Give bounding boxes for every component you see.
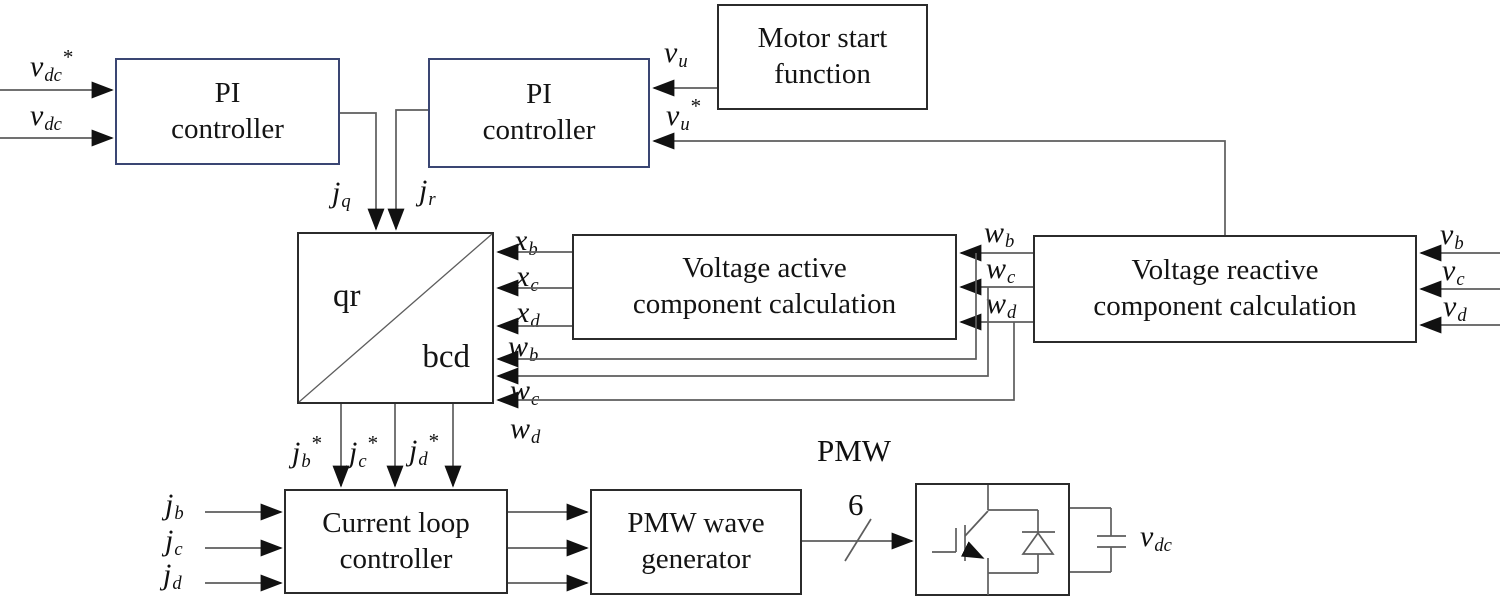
transform-upper-label: qr [333,278,361,314]
wire-vu-ref-feedback [652,132,1226,235]
wire-jr [387,109,428,231]
block-label: Voltage reactive [1131,254,1319,287]
signal-label-wb-qr: wb [508,330,539,367]
signal-label-vdc-capacitor: vdc [1140,520,1172,557]
block-label: function [774,58,871,90]
signal-label-vdc-ref: vdc* [30,45,74,87]
block-motor-start-function: Motor start function [717,4,928,110]
block-label: PI [214,76,241,109]
block-label: PMW wave [627,507,765,540]
signal-label-vu-ref: vu* [666,94,702,136]
signal-label-wd-qr: wd [510,412,541,449]
signal-label-jq: jq [332,176,351,213]
block-voltage-active-calculation: Voltage active component calculation [572,234,957,340]
block-label: Current loop [322,506,470,539]
block-pi-controller-2: PI controller [428,58,650,168]
signal-label-vb: vb [1440,218,1464,255]
block-voltage-reactive-calculation: Voltage reactive component calculation [1033,235,1417,343]
signal-label-jd-ref: jd* [409,429,440,471]
block-label: component calculation [1093,290,1357,322]
block-label: component calculation [632,288,897,320]
block-inverter [915,483,1070,596]
block-label: controller [171,112,284,145]
pmw-bus-label: PMW [817,433,892,468]
bus-slash [844,518,872,562]
pmw-bus-width-label: 6 [848,487,864,522]
signal-label-jd: jd [163,558,182,595]
signal-label-jr: jr [419,174,436,211]
signal-label-vdc: vdc [30,99,62,136]
signal-label-vd: vd [1443,290,1467,327]
signal-label-wc-qr: wc [510,374,540,411]
signal-label-jb-ref: jb* [292,431,323,473]
signal-label-vc: vc [1442,254,1465,291]
capacitor-symbol [1070,507,1126,573]
block-pmw-wave-generator: PMW wave generator [590,489,802,595]
signal-label-jc: jc [165,524,183,561]
signal-label-xd: xd [516,296,540,333]
block-label: Motor start [757,22,888,55]
block-current-loop-controller: Current loop controller [284,489,508,594]
transform-lower-label: bcd [422,339,470,375]
block-label: controller [482,114,596,146]
signal-label-jc-ref: jc* [349,431,379,473]
block-qr-bcd-transform: qr bcd [297,232,494,404]
block-label: controller [339,542,453,575]
signal-label-wc-mid: wc [986,252,1016,289]
signal-label-jb: jb [165,488,184,525]
signal-label-wd-mid: wd [986,287,1017,324]
signal-label-wb-mid: wb [984,216,1015,253]
block-label: Voltage active [682,252,847,285]
block-label: generator [641,543,751,575]
signal-label-xb: xb [514,224,538,261]
block-pi-controller-1: PI controller [115,58,340,165]
block-label: PI [526,78,552,111]
signal-label-vu: vu [664,36,688,73]
signal-label-xc: xc [516,260,539,297]
